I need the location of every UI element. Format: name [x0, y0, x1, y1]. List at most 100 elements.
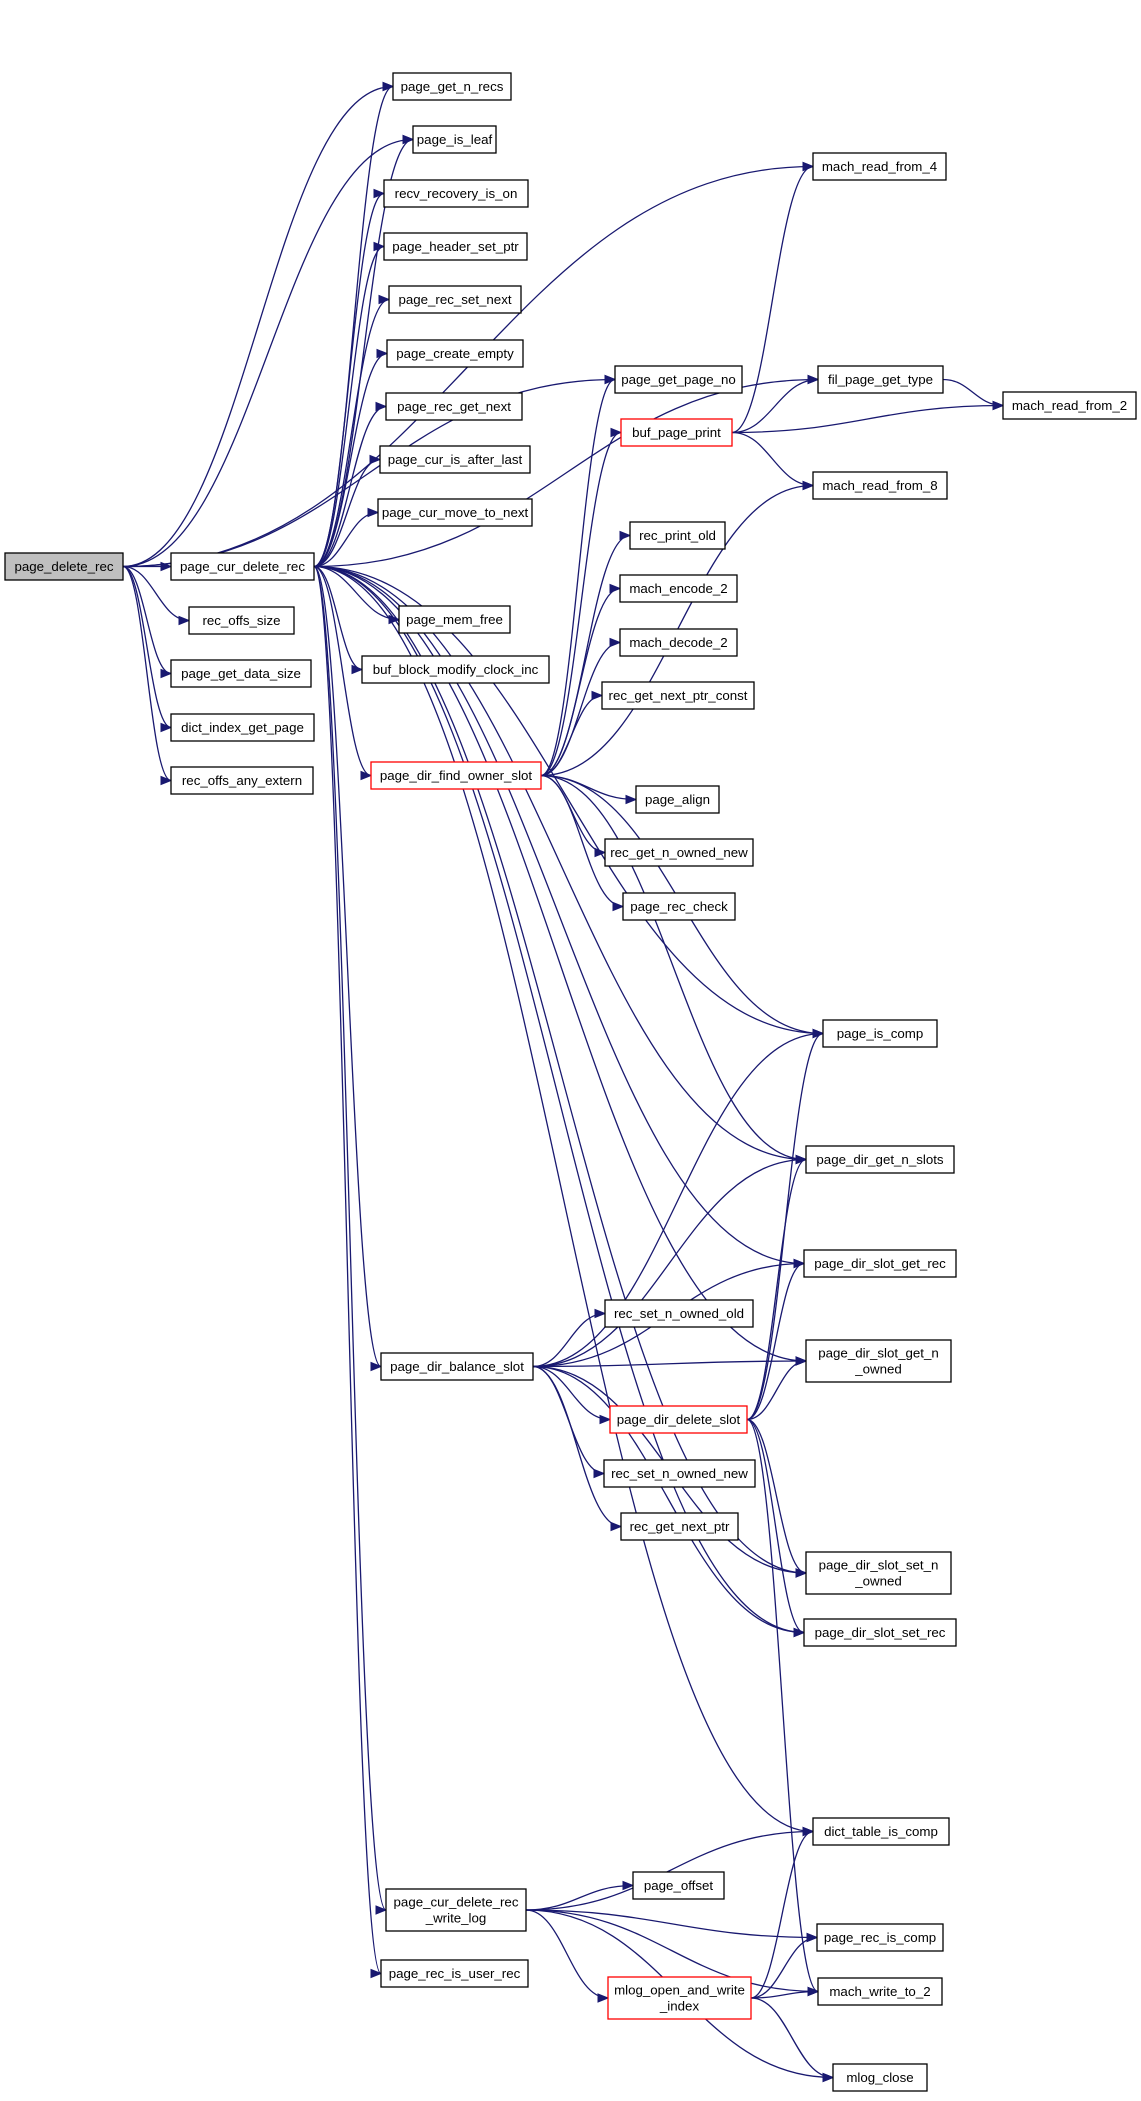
node-box: [385, 392, 523, 421]
node-page-rec-is-comp[interactable]: page_rec_is_comp: [816, 1923, 944, 1952]
node-box: [622, 892, 736, 921]
call-edge: [731, 431, 815, 491]
node-mlog-close[interactable]: mlog_close: [832, 2063, 928, 2092]
call-edge: [122, 565, 191, 626]
node-label: page_create_empty: [396, 346, 514, 361]
arrowhead-icon: [610, 1521, 623, 1532]
node-page-offset[interactable]: page_offset: [632, 1871, 725, 1900]
arrowhead-icon: [612, 901, 625, 912]
call-edge-line: [313, 458, 381, 568]
node-page-delete-rec[interactable]: page_delete_rec: [4, 552, 124, 581]
node-page-dir-get-n-slots[interactable]: page_dir_get_n_slots: [805, 1145, 955, 1174]
node-page-rec-get-next[interactable]: page_rec_get_next: [385, 392, 523, 421]
arrowhead-icon: [812, 1028, 825, 1039]
arrowhead-icon: [807, 1986, 820, 1997]
call-edge: [540, 374, 617, 777]
arrowhead-icon: [378, 294, 391, 305]
node-mach-read-from-4[interactable]: mach_read_from_4: [812, 152, 947, 181]
node-box: [629, 521, 726, 550]
call-edge: [313, 507, 380, 568]
arrowhead-icon: [370, 1968, 383, 1979]
node-buf-page-print[interactable]: buf_page_print: [620, 418, 733, 447]
node-page-cur-is-after-last[interactable]: page_cur_is_after_last: [379, 445, 531, 474]
node-page-rec-check[interactable]: page_rec_check: [622, 892, 736, 921]
node-mach-decode-2[interactable]: mach_decode_2: [619, 628, 738, 657]
node-fil-page-get-type[interactable]: fil_page_get_type: [817, 365, 944, 394]
node-box: [4, 552, 124, 581]
node-buf-block-modify-clock-inc[interactable]: buf_block_modify_clock_inc: [361, 655, 550, 684]
call-edge-line: [746, 1418, 807, 1574]
node-page-create-empty[interactable]: page_create_empty: [386, 339, 524, 368]
node-page-align[interactable]: page_align: [635, 785, 720, 814]
node-page-cur-delete-rec-write-log[interactable]: page_cur_delete_rec_write_log: [385, 1888, 527, 1932]
arrowhead-icon: [373, 241, 386, 252]
call-edge: [313, 188, 386, 568]
node-box: [832, 2063, 928, 2092]
arrowhead-icon: [375, 401, 388, 412]
node-page-dir-slot-set-rec[interactable]: page_dir_slot_set_rec: [803, 1618, 957, 1647]
node-page-get-n-recs[interactable]: page_get_n_recs: [392, 72, 512, 101]
node-page-header-set-ptr[interactable]: page_header_set_ptr: [383, 232, 528, 261]
node-mach-encode-2[interactable]: mach_encode_2: [619, 574, 738, 603]
arrowhead-icon: [625, 794, 638, 805]
node-page-get-data-size[interactable]: page_get_data_size: [170, 659, 312, 688]
node-dict-table-is-comp[interactable]: dict_table_is_comp: [812, 1817, 950, 1846]
node-label: rec_get_n_owned_new: [610, 845, 748, 860]
node-rec-offs-size[interactable]: rec_offs_size: [188, 606, 295, 635]
node-page-dir-delete-slot[interactable]: page_dir_delete_slot: [609, 1405, 748, 1434]
node-rec-get-next-ptr-const[interactable]: rec_get_next_ptr_const: [601, 681, 755, 710]
call-edge-line: [532, 1360, 807, 1368]
node-page-rec-is-user-rec[interactable]: page_rec_is_user_rec: [380, 1959, 529, 1988]
node-rec-get-n-owned-new[interactable]: rec_get_n_owned_new: [604, 838, 754, 867]
node-label: dict_index_get_page: [181, 720, 304, 735]
node-mach-read-from-2[interactable]: mach_read_from_2: [1002, 391, 1137, 420]
arrowhead-icon: [795, 1154, 808, 1165]
node-box: [812, 1817, 950, 1846]
arrowhead-icon: [609, 583, 622, 594]
node-page-cur-move-to-next[interactable]: page_cur_move_to_next: [377, 498, 533, 527]
node-label: page_cur_delete_rec: [180, 559, 305, 574]
node-mach-read-from-8[interactable]: mach_read_from_8: [812, 471, 948, 500]
node-label: page_dir_slot_get_n: [818, 1346, 939, 1361]
node-page-dir-balance-slot[interactable]: page_dir_balance_slot: [380, 1352, 534, 1381]
node-rec-offs-any-extern[interactable]: rec_offs_any_extern: [170, 766, 314, 795]
node-dict-index-get-page[interactable]: dict_index_get_page: [170, 713, 315, 742]
node-mlog-open-and-write-index[interactable]: mlog_open_and_write_index: [607, 1976, 752, 2020]
node-label: fil_page_get_type: [828, 372, 933, 387]
call-edge: [122, 81, 395, 568]
node-label: page_align: [645, 792, 710, 807]
node-page-dir-slot-set-n-owned[interactable]: page_dir_slot_set_n_owned: [805, 1551, 952, 1595]
node-label: _index: [659, 1999, 700, 2014]
call-edge: [122, 565, 173, 733]
call-edge: [313, 565, 373, 781]
node-box: [383, 179, 529, 208]
node-label: dict_table_is_comp: [824, 1824, 938, 1839]
node-rec-set-n-owned-new[interactable]: rec_set_n_owned_new: [603, 1459, 756, 1488]
node-box: [607, 1976, 752, 2020]
node-box: [380, 1352, 534, 1381]
node-page-dir-slot-get-n-owned[interactable]: page_dir_slot_get_n_owned: [805, 1339, 952, 1383]
node-box: [619, 628, 738, 657]
node-page-is-leaf[interactable]: page_is_leaf: [412, 125, 497, 154]
node-recv-recovery-is-on[interactable]: recv_recovery_is_on: [383, 179, 529, 208]
call-edge-line: [750, 1997, 834, 2079]
node-rec-set-n-owned-old[interactable]: rec_set_n_owned_old: [604, 1299, 754, 1328]
call-edge-line: [540, 774, 624, 908]
node-page-cur-delete-rec[interactable]: page_cur_delete_rec: [170, 552, 315, 581]
arrowhead-icon: [806, 1932, 819, 1943]
node-page-is-comp[interactable]: page_is_comp: [822, 1019, 938, 1048]
node-box: [377, 498, 533, 527]
call-edge-line: [313, 245, 385, 568]
node-box: [383, 232, 528, 261]
call-edge: [313, 565, 388, 1915]
node-mach-write-to-2[interactable]: mach_write_to_2: [817, 1977, 943, 2006]
arrowhead-icon: [609, 637, 622, 648]
node-rec-get-next-ptr[interactable]: rec_get_next_ptr: [620, 1512, 739, 1541]
node-label: page_dir_find_owner_slot: [380, 768, 533, 783]
node-page-get-page-no[interactable]: page_get_page_no: [614, 365, 743, 394]
node-page-dir-slot-get-rec[interactable]: page_dir_slot_get_rec: [803, 1249, 957, 1278]
node-page-dir-find-owner-slot[interactable]: page_dir_find_owner_slot: [370, 761, 542, 790]
node-page-rec-set-next[interactable]: page_rec_set_next: [388, 285, 522, 314]
node-page-mem-free[interactable]: page_mem_free: [398, 605, 511, 634]
node-rec-print-old[interactable]: rec_print_old: [629, 521, 726, 550]
